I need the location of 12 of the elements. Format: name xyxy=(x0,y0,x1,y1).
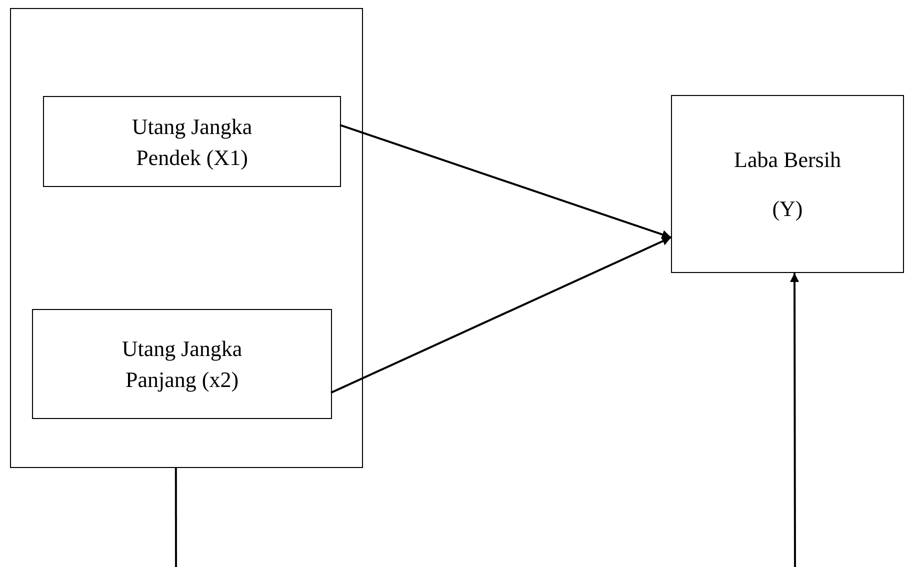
connector-line xyxy=(174,468,177,567)
text-box xyxy=(671,95,904,273)
arrow xyxy=(340,124,672,239)
arrow xyxy=(790,273,799,567)
arrow xyxy=(330,236,672,394)
text-box xyxy=(43,96,341,187)
node-label: Laba Bersih xyxy=(734,146,841,174)
text-box xyxy=(32,309,332,419)
node-label: Utang Jangka Panjang (x2) xyxy=(120,335,244,394)
group-box xyxy=(10,8,363,468)
node-label: (Y) xyxy=(772,195,803,223)
node-label: Utang Jangka Pendek (X1) xyxy=(130,112,254,172)
